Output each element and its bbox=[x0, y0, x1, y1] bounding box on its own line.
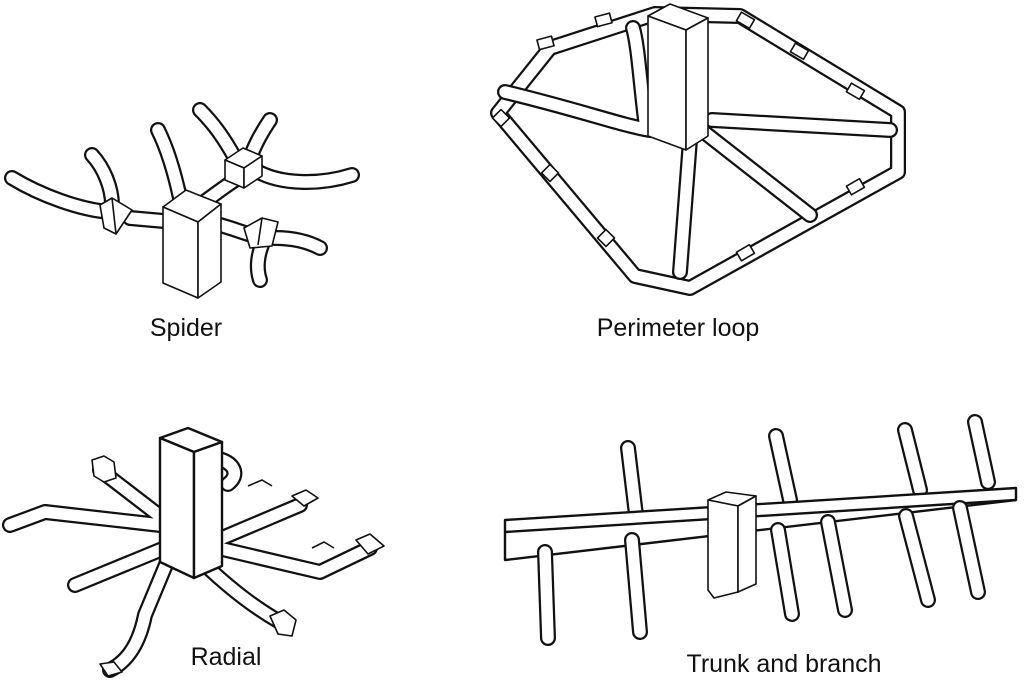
perimeter-loop-connectors bbox=[491, 11, 866, 262]
trunk-and-branch-diagram: Trunk and branch bbox=[503, 414, 1018, 678]
trunk-plenum-box bbox=[707, 491, 757, 599]
spider-junction-box-right bbox=[243, 217, 279, 249]
radial-plenum-box bbox=[158, 426, 224, 580]
perimeter-loop-plenum-box bbox=[647, 3, 709, 151]
spider-junction-box-left bbox=[99, 197, 133, 235]
spider-label: Spider bbox=[150, 314, 222, 342]
perimeter-loop-diagram: Perimeter loop bbox=[490, 3, 906, 342]
spider-diagram: Spider bbox=[4, 102, 360, 342]
radial-label: Radial bbox=[191, 643, 262, 671]
perimeter-loop-branch-ducts bbox=[497, 20, 898, 280]
spider-junction-box-top bbox=[224, 147, 263, 189]
perimeter-loop-label: Perimeter loop bbox=[597, 314, 760, 342]
trunk-and-branch-label: Trunk and branch bbox=[686, 650, 881, 678]
trunk-branch-ducts-lower bbox=[537, 500, 986, 646]
radial-diagram: Radial bbox=[2, 426, 385, 678]
trunk-duct bbox=[503, 486, 1018, 562]
trunk-branch-ducts-upper bbox=[620, 414, 996, 523]
spider-plenum-box bbox=[162, 189, 222, 299]
radial-diffusers bbox=[91, 455, 385, 677]
